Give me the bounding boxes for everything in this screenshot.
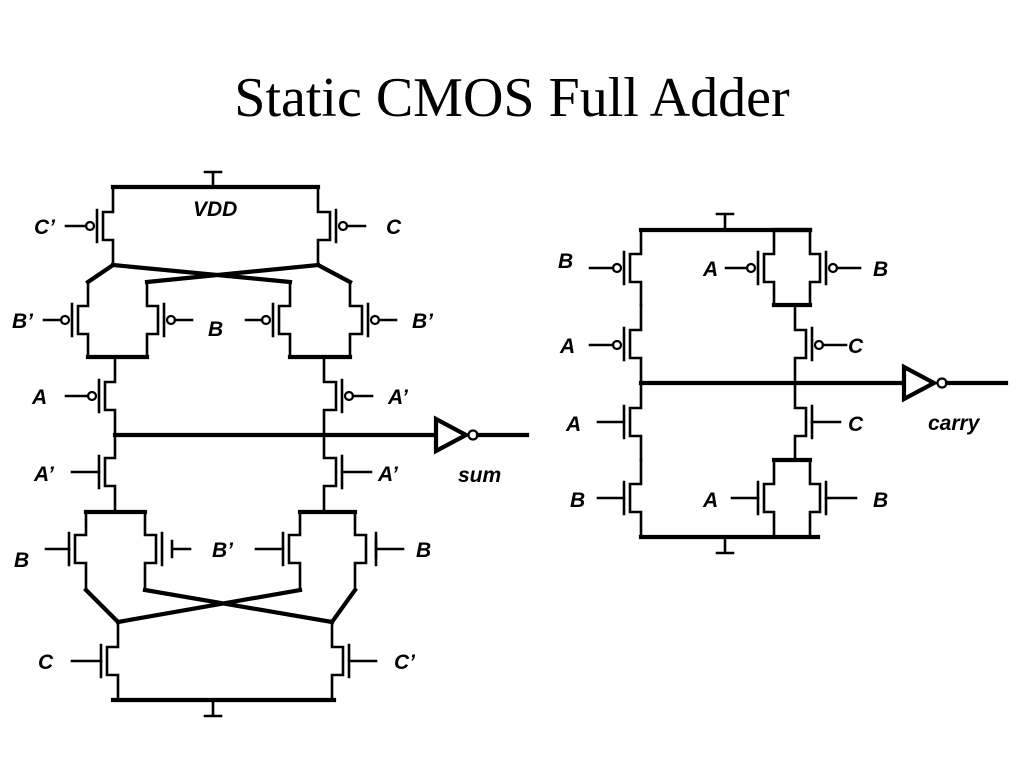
gate-label-n-c-prime: C’ (394, 651, 416, 674)
nmos-b-left (44, 510, 88, 592)
carry-gate-label-n-par-b: B (873, 489, 888, 512)
pmos-c-right (316, 185, 367, 267)
carry-pmos-c (793, 303, 848, 385)
gate-label-n-c: C (38, 651, 54, 674)
carry-gate-label-n-c: C (848, 413, 864, 436)
pmos-b-center-right (244, 280, 292, 359)
vdd-label: VDD (193, 198, 237, 221)
nmos-b-right (353, 510, 405, 592)
pmos-c-prime-left (64, 185, 115, 267)
carry-nmos-a-left (596, 381, 643, 462)
carry-gate-label-p-b: B (558, 250, 573, 273)
carry-gate-label-p-c: C (848, 335, 864, 358)
carry-nmos-c (793, 381, 842, 462)
slide-title: Static CMOS Full Adder (234, 67, 790, 129)
carry-gate-label-p-par-b: B (873, 258, 888, 281)
pmos-a-left (64, 355, 117, 437)
bottom-cross-wires (83, 587, 358, 625)
pmos-a-prime-right (322, 355, 374, 437)
sum-inverter (433, 415, 530, 455)
nmos-b-center-left (143, 510, 192, 592)
gate-label-c: C (386, 216, 402, 239)
gate-label-b-prime-left: B’ (12, 310, 34, 333)
top-cross-wires (85, 262, 353, 285)
gate-label-n-b-left: B (14, 549, 29, 572)
gate-label-n-a-prime-left: A’ (33, 463, 55, 486)
nmos-a-prime-right (322, 433, 373, 514)
carry-output-label: carry (928, 412, 981, 435)
gate-label-n-b-right: B (416, 539, 431, 562)
pmos-b-prime-right (348, 280, 398, 359)
gate-label-n-b-prime-center: B’ (212, 539, 234, 562)
carry-pmos-a-left (588, 303, 643, 385)
carry-nmos-parallel (730, 457, 858, 539)
gate-label-b-center: B (208, 318, 223, 341)
nmos-b-prime-center (254, 510, 302, 592)
gate-label-c-prime: C’ (34, 216, 56, 239)
carry-gate-label-n-par-a: A (702, 489, 718, 512)
gate-label-a-prime: A’ (387, 386, 409, 409)
carry-inverter (901, 363, 1009, 403)
carry-gate-label-p-a: A (559, 335, 575, 358)
carry-gate-label-p-par-a: A (702, 258, 718, 281)
pmos-b-center-left (145, 280, 194, 359)
sum-gnd-rail (110, 697, 337, 718)
gate-label-a: A (31, 386, 47, 409)
carry-vdd-rail (638, 212, 813, 233)
nmos-c-left (70, 620, 120, 702)
nmos-a-prime-left (70, 433, 117, 514)
sum-vdd-rail (110, 170, 321, 190)
carry-circuit: B A A B (558, 212, 1009, 555)
carry-gate-label-n-a: A (565, 413, 581, 436)
carry-gnd-rail (638, 534, 821, 555)
gate-label-b-prime-right: B’ (412, 310, 434, 333)
nmos-c-prime-right (330, 620, 378, 702)
carry-gate-label-n-b: B (570, 489, 585, 512)
carry-nmos-b-left (596, 458, 643, 539)
carry-pmos-b-left (588, 228, 643, 307)
sum-output-label: sum (458, 464, 501, 487)
sum-circuit: VDD C’ C B’ (12, 170, 530, 718)
pmos-b-prime-left (42, 280, 90, 359)
gate-label-n-a-prime-right: A’ (377, 463, 399, 486)
carry-pmos-parallel (724, 227, 862, 308)
